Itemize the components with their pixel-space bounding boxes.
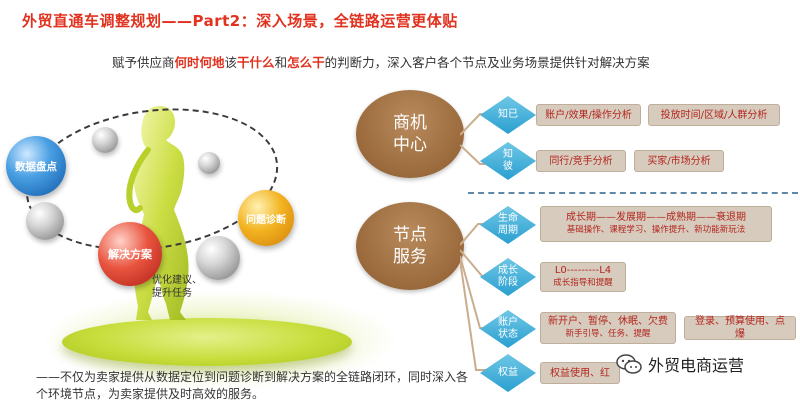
subtitle-highlight: 何时何地 bbox=[175, 55, 225, 70]
diagnosis-label: 问题诊断 bbox=[246, 211, 286, 226]
optimize-label: 优化建议、 提升任务 bbox=[152, 274, 202, 300]
rights-label: 权益 bbox=[498, 367, 518, 379]
subtitle-highlight: 干什么 bbox=[237, 55, 275, 70]
gray-node-ball bbox=[198, 152, 220, 174]
node-service-circle: 节点 服务 bbox=[356, 202, 464, 290]
watermark-text: 外贸电商运营 bbox=[648, 352, 744, 376]
subtitle-part: 和 bbox=[275, 55, 288, 70]
subtitle-part: 的判断力，深入客户各个节点及业务场景提供针对解决方案 bbox=[325, 55, 650, 70]
gray-node-ball bbox=[92, 127, 118, 153]
footnote-text: ——不仅为卖家提供从数据定位到问题诊断到解决方案的全链路闭环，同时深入各个环境节… bbox=[36, 369, 476, 403]
diagnosis-ball: 问题诊断 bbox=[238, 190, 294, 246]
page-subtitle: 赋予供应商何时何地该干什么和怎么干的判断力，深入客户各个节点及业务场景提供针对解… bbox=[112, 52, 650, 71]
known-item-box: 投放时间/区域/人群分析 bbox=[648, 104, 780, 126]
peer-item-box: 同行/竞手分析 bbox=[536, 150, 626, 172]
lifecycle-label: 生命 周期 bbox=[498, 213, 518, 237]
peer-item-box: 买家/市场分析 bbox=[634, 150, 724, 172]
lifecycle-sub: 基础操作、课程学习、操作提升、新功能新玩法 bbox=[567, 224, 746, 237]
growth-box: L0---------L4 成长指导和提醒 bbox=[540, 262, 626, 292]
subtitle-part: 该 bbox=[225, 55, 238, 70]
connector-lines bbox=[460, 100, 500, 390]
account-label: 账户 状态 bbox=[498, 317, 518, 341]
rights-box: 权益使用、红 bbox=[540, 362, 620, 384]
business-center-circle: 商机 中心 bbox=[356, 90, 464, 178]
page-title: 外贸直通车调整规划——Part2：深入场景，全链路运营更体贴 bbox=[22, 10, 458, 31]
lifecycle-box: 成长期——发展期——成熟期——衰退期 基础操作、课程学习、操作提升、新功能新玩法 bbox=[540, 206, 772, 242]
subtitle-part: 赋予供应商 bbox=[112, 55, 175, 70]
known-label: 知已 bbox=[498, 109, 518, 121]
lifecycle-main: 成长期——发展期——成熟期——衰退期 bbox=[566, 211, 746, 224]
gray-node-ball bbox=[196, 236, 240, 280]
data-check-label: 数据盘点 bbox=[15, 159, 57, 174]
account-box: 新开户、暂停、休眠、欠费 新手引导、任务、提醒 bbox=[540, 312, 676, 344]
wechat-icon bbox=[616, 353, 642, 375]
growth-label: 成长 阶段 bbox=[498, 265, 518, 289]
solution-label: 解决方案 bbox=[108, 246, 152, 262]
known-item-box: 账户/效果/操作分析 bbox=[536, 104, 641, 126]
data-check-ball: 数据盘点 bbox=[6, 136, 66, 196]
growth-sub: 成长指导和提醒 bbox=[553, 277, 613, 290]
peer-label: 知 彼 bbox=[503, 149, 513, 173]
account-main: 新开户、暂停、休眠、欠费 bbox=[548, 315, 668, 328]
growth-main: L0---------L4 bbox=[555, 264, 611, 277]
section-divider bbox=[468, 192, 798, 194]
wechat-watermark: 外贸电商运营 bbox=[616, 352, 744, 376]
subtitle-highlight: 怎么干 bbox=[287, 55, 325, 70]
account-extra-box: 登录、预算使用、点爆 bbox=[684, 316, 796, 340]
account-sub: 新手引导、任务、提醒 bbox=[565, 328, 650, 341]
gray-node-ball bbox=[26, 202, 64, 240]
